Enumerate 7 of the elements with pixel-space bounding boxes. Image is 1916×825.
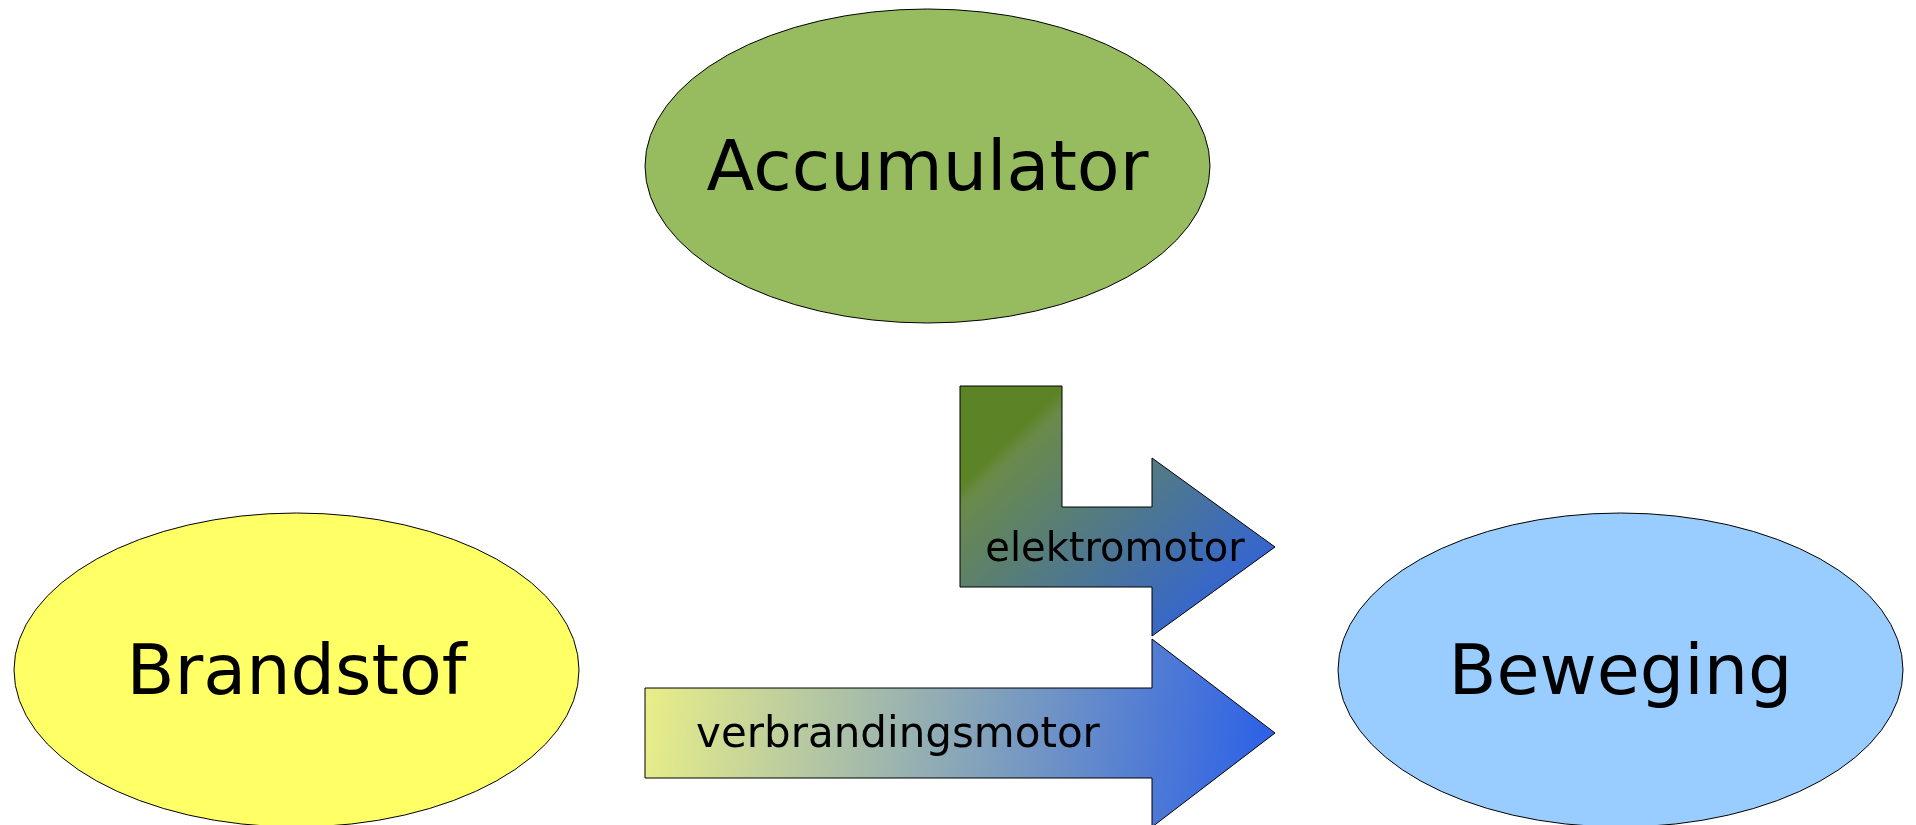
node-label: Accumulator — [706, 131, 1149, 201]
edge-label: elektromotor — [985, 527, 1245, 567]
block-arrow — [644, 638, 1276, 825]
ellipse-node — [644, 8, 1211, 324]
node-label: Brandstof — [126, 635, 467, 705]
block-arrow — [959, 385, 1276, 637]
edge-label: verbrandingsmotor — [696, 712, 1100, 754]
